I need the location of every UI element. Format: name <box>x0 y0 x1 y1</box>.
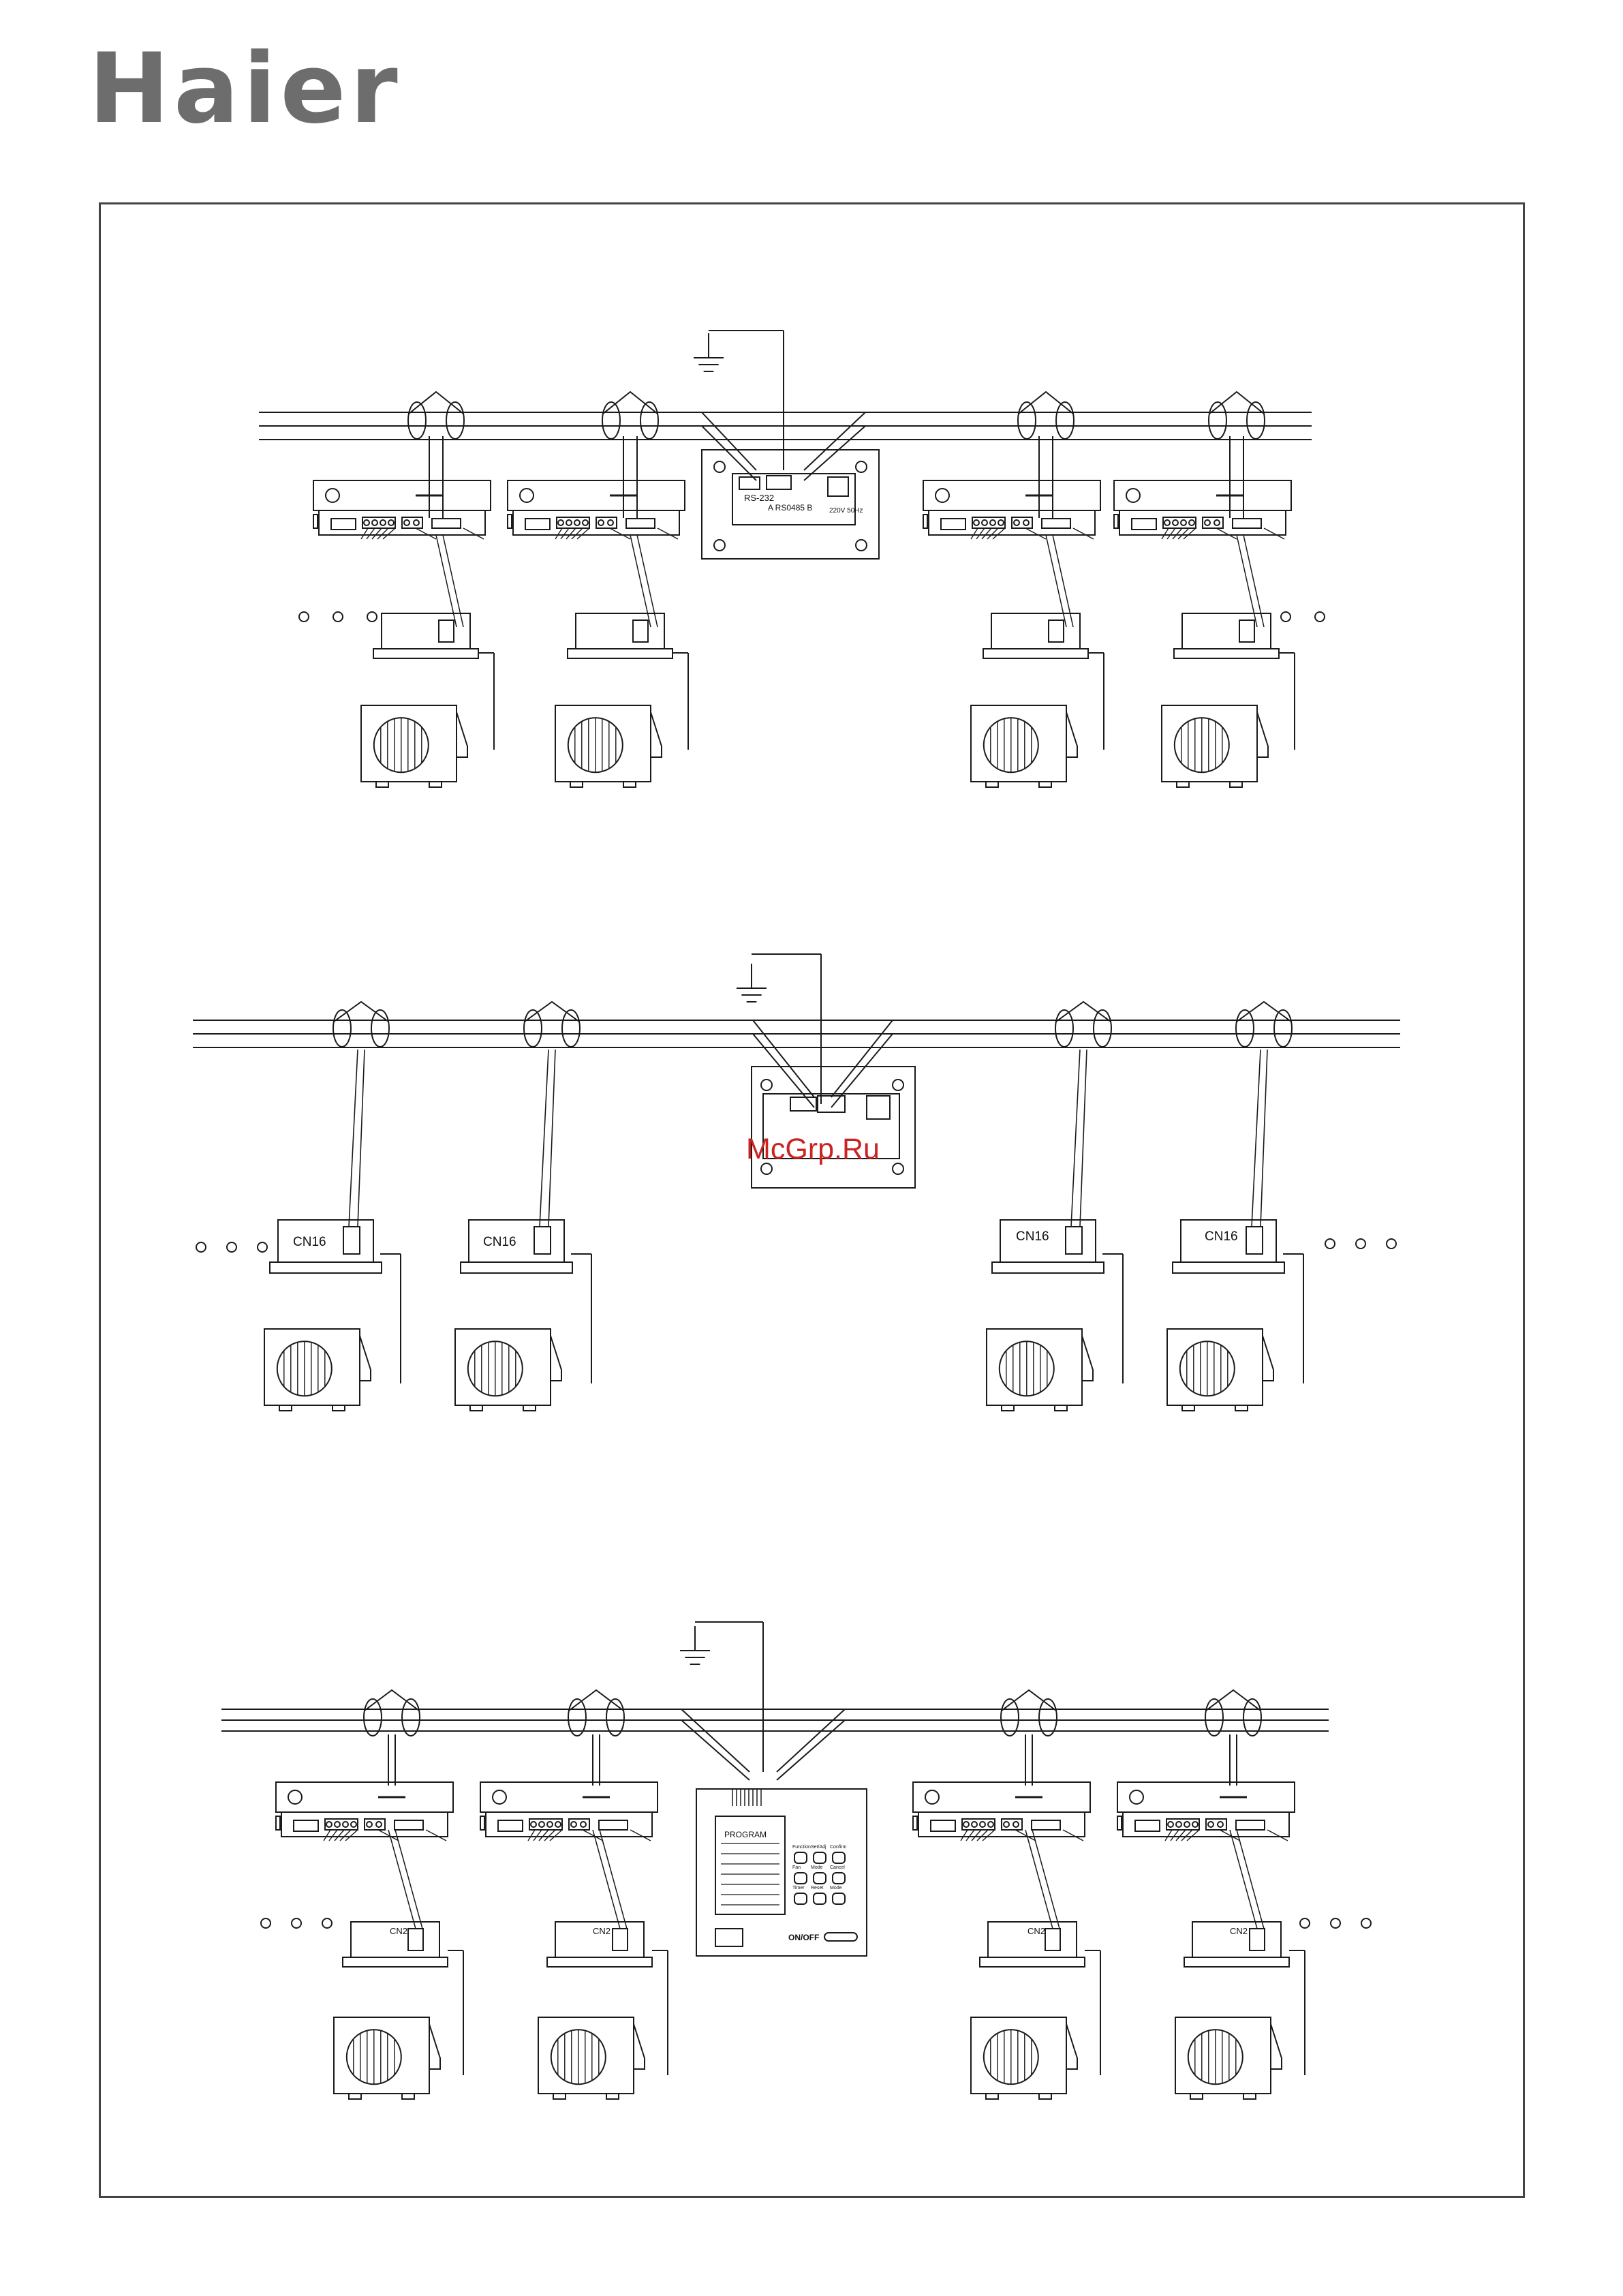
cn2-label-1: CN2 <box>390 1926 407 1936</box>
cn2-label-4: CN2 <box>1230 1926 1248 1936</box>
gateway-power-label: 220V 50Hz <box>829 507 863 515</box>
controller-btn-label-7: Timer <box>792 1886 805 1891</box>
controller-btn-label-9: Mode <box>830 1886 842 1891</box>
cn16-label-2: CN16 <box>483 1235 516 1249</box>
cn16-label-1: CN16 <box>293 1235 326 1249</box>
controller-btn-label-8: Reset <box>811 1886 823 1891</box>
cn2-label-3: CN2 <box>1027 1926 1045 1936</box>
controller-btn-label-4: Fan <box>792 1865 801 1870</box>
controller-btn-label-5: Mode <box>811 1865 823 1870</box>
controller-btn-label-3: Confirm <box>830 1845 847 1850</box>
cn16-label-3: CN16 <box>1016 1229 1049 1244</box>
gateway-rs485-label: A RS0485 B <box>768 503 812 512</box>
cn16-label-4: CN16 <box>1205 1229 1238 1244</box>
controller-btn-label-1: Function <box>792 1845 811 1850</box>
gateway-rs232-label: RS-232 <box>744 493 774 503</box>
controller-btn-label-6: Cancel <box>830 1865 845 1870</box>
cn2-label-2: CN2 <box>593 1926 610 1936</box>
controller-onoff-label: ON/OFF <box>788 1933 819 1942</box>
controller-btn-label-2: Set/Adj <box>811 1845 826 1850</box>
controller-program-label: PROGRAM <box>724 1830 767 1839</box>
